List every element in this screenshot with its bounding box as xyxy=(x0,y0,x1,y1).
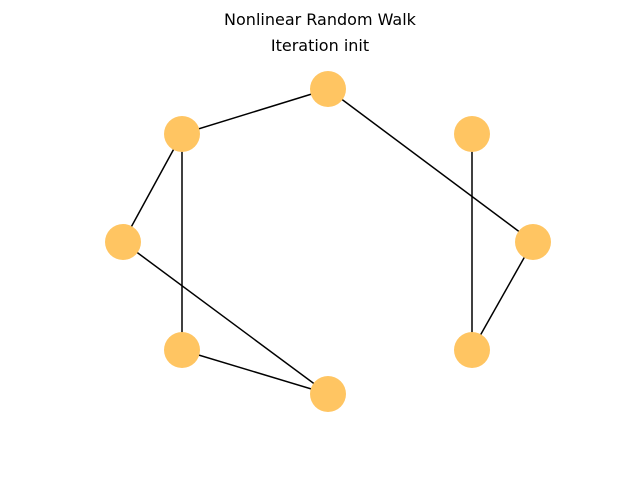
graph-node-n0 xyxy=(164,116,200,152)
graph-node-n1 xyxy=(310,71,346,107)
graph-node-n2 xyxy=(454,116,490,152)
edge-layer xyxy=(122,88,534,395)
graph-node-n4 xyxy=(515,224,551,260)
figure-title-block: Nonlinear Random Walk Iteration init xyxy=(0,7,640,59)
graph-node-n3 xyxy=(105,224,141,260)
edge-n3-n6 xyxy=(122,241,329,395)
graph-node-n6 xyxy=(310,376,346,412)
edge-n5-n6 xyxy=(181,349,329,395)
graph-node-n5 xyxy=(164,332,200,368)
edge-n0-n3 xyxy=(122,133,183,243)
graph-node-n7 xyxy=(454,332,490,368)
figure-subtitle: Iteration init xyxy=(270,36,370,55)
edge-n1-n4 xyxy=(327,88,534,243)
figure-title: Nonlinear Random Walk xyxy=(224,10,416,29)
edge-n0-n1 xyxy=(181,88,329,135)
node-layer xyxy=(105,71,551,412)
edge-n4-n7 xyxy=(471,241,534,351)
